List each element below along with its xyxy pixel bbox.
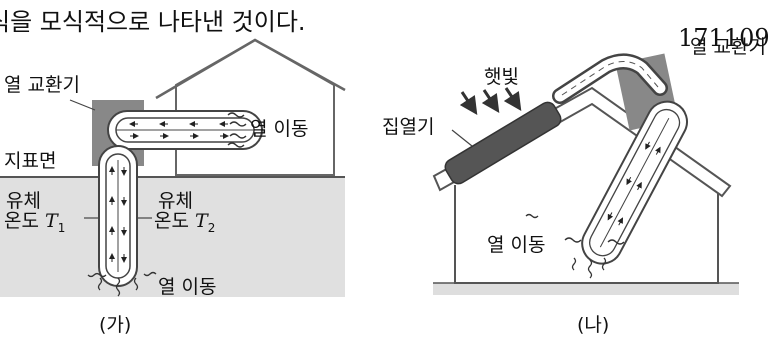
panel-a-roof	[155, 38, 346, 100]
panel-a-fluid-right-line2: 온도 T2	[154, 212, 215, 234]
panel-a-heat-waves-right	[227, 112, 247, 148]
panel-a-fluid-right-word: 온도	[154, 210, 189, 232]
panel-a-fluid-right-line1: 유체	[158, 190, 193, 212]
panel-a-heat-exchanger-label: 열 교환기	[4, 74, 80, 96]
panel-b-heat-move-label: 열 이동	[487, 234, 546, 256]
panel-a-heat-move-up-label: 열 이동	[250, 118, 309, 140]
panel-b-graphics	[432, 53, 739, 295]
panel-a-fluid-left-line1: 유체	[6, 190, 41, 212]
problem-code: 171109	[678, 24, 770, 52]
panel-a-heat-move-down-label: 열 이동	[158, 276, 217, 298]
panel-b-heat-exchanger-label: 열 교환기	[690, 36, 766, 58]
panel-b-sunlight-arrows	[459, 87, 522, 115]
panel-a-caption: (가)	[99, 314, 132, 336]
panel-b-caption: (나)	[577, 314, 610, 336]
panel-a-house	[175, 38, 335, 176]
panel-b-walls	[454, 185, 719, 284]
panel-b-roof	[432, 86, 732, 198]
panel-a-fluid-right-symbol: T	[195, 210, 208, 232]
panel-a-fluid-left-line2: 온도 T1	[4, 212, 65, 234]
panel-a-ground-label: 지표면	[4, 150, 57, 172]
panel-a-fluid-right-subscript: 2	[207, 220, 216, 235]
panel-a-fluid-left-word: 온도	[4, 210, 39, 232]
panel-a-fluid-left-symbol: T	[45, 210, 58, 232]
panel-a-flow-arrows-horizontal	[129, 121, 229, 139]
header-text: 식을 모식적으로 나타낸 것이다.	[0, 8, 306, 36]
panel-a-ground	[0, 177, 345, 297]
panel-a-fluid-left-subscript: 1	[57, 220, 66, 235]
panel-b-ground	[433, 283, 739, 295]
panel-a-graphics	[0, 38, 346, 297]
panel-b-heat-waves	[525, 213, 625, 279]
panel-b-collector	[444, 101, 562, 185]
panel-b-sunlight-label: 햇빛	[484, 66, 519, 88]
panel-b-collector-label: 집열기	[382, 116, 435, 138]
panel-a-heat-waves-bottom	[87, 271, 157, 297]
panel-a-flow-arrows-vertical	[109, 166, 127, 263]
